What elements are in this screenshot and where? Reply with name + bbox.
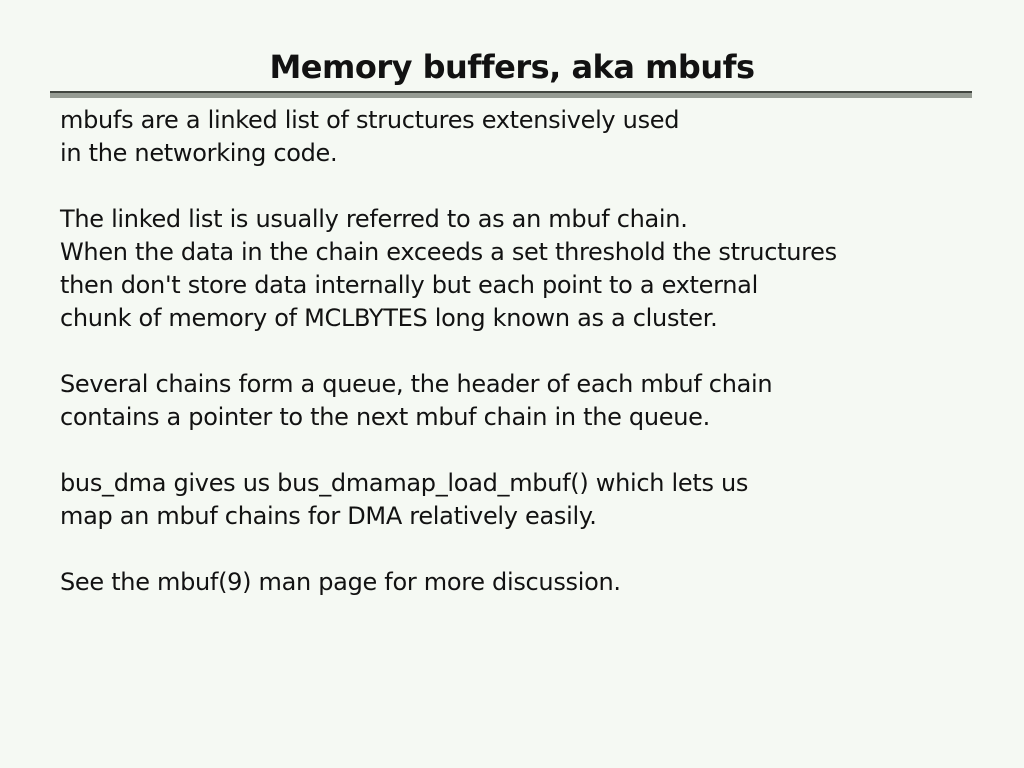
body-paragraph: Several chains form a queue, the header …: [60, 370, 773, 431]
title-divider-rule: [50, 91, 972, 98]
slide-body: mbufs are a linked list of structures ex…: [60, 104, 970, 632]
body-paragraph: The linked list is usually referred to a…: [60, 205, 837, 332]
body-paragraph: See the mbuf(9) man page for more discus…: [60, 568, 621, 596]
body-paragraph: mbufs are a linked list of structures ex…: [60, 106, 680, 167]
slide-title: Memory buffers, aka mbufs: [269, 48, 755, 86]
body-paragraph: bus_dma gives us bus_dmamap_load_mbuf() …: [60, 469, 749, 530]
